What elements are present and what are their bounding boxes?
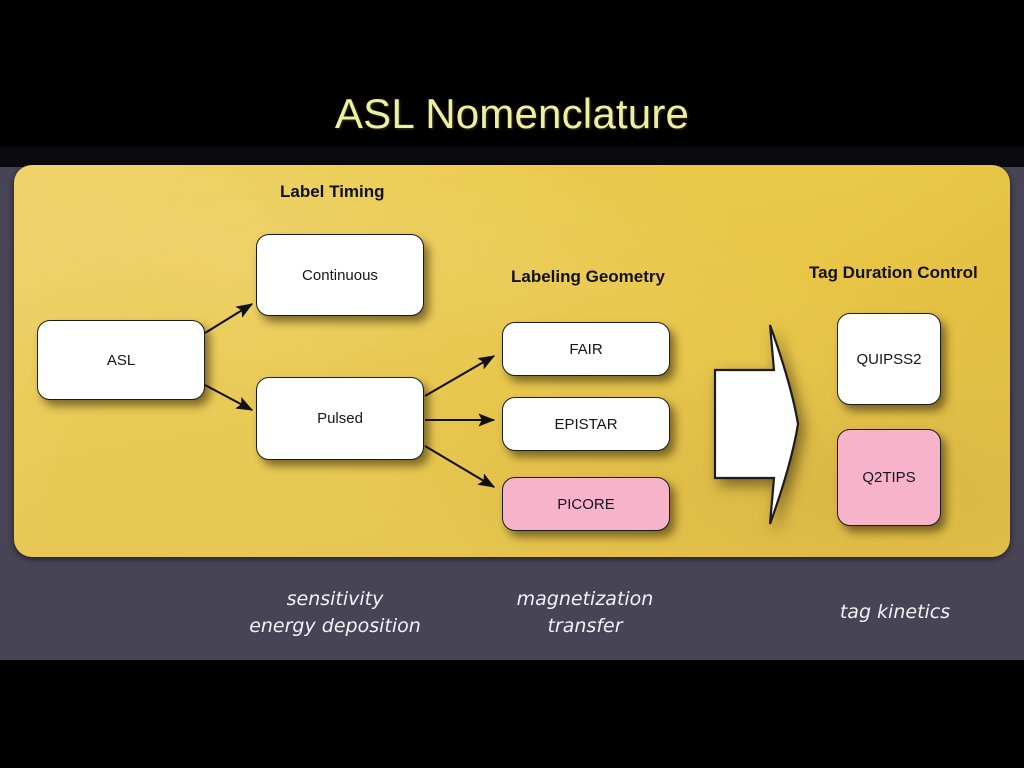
node-picore[interactable]: PICORE	[502, 477, 670, 531]
node-asl[interactable]: ASL	[37, 320, 205, 400]
caption-magnetization: magnetization transfer	[516, 588, 654, 637]
diagram-panel: Label Timing Labeling Geometry Tag Durat…	[14, 165, 1010, 557]
column-header-label-timing: Label Timing	[280, 182, 385, 201]
node-continuous[interactable]: Continuous	[256, 234, 424, 316]
node-quipss2[interactable]: QUIPSS2	[837, 313, 941, 405]
slate-top-black-strip	[0, 147, 1024, 167]
caption-sensitivity: sensitivity energy deposition	[249, 588, 421, 637]
column-header-tag-duration-control: Tag Duration Control	[809, 263, 978, 282]
large-right-arrow-icon	[713, 324, 800, 525]
column-header-labeling-geometry: Labeling Geometry	[511, 267, 665, 286]
node-epistar[interactable]: EPISTAR	[502, 397, 670, 451]
node-pulsed[interactable]: Pulsed	[256, 377, 424, 460]
node-fair[interactable]: FAIR	[502, 322, 670, 376]
caption-tag-kinetics: tag kinetics	[839, 601, 951, 623]
node-q2tips[interactable]: Q2TIPS	[837, 429, 941, 526]
page-title: ASL Nomenclature	[334, 90, 690, 137]
